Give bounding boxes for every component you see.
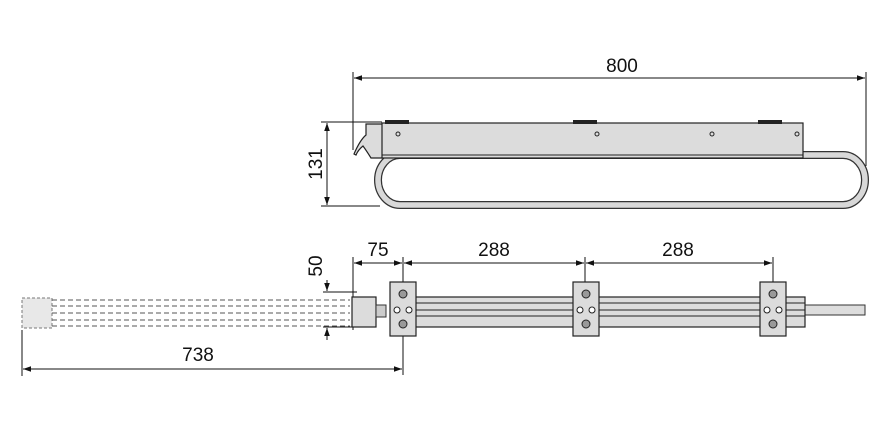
rail-body [381, 122, 804, 159]
dimension-label-50: 50 [306, 255, 327, 276]
dimension-label-288-first: 288 [478, 240, 510, 261]
bottom-view: 75 288 288 50 [21, 240, 866, 376]
pullout-loop [374, 151, 869, 209]
mounting-bracket [759, 281, 787, 337]
dimension-label-738: 738 [182, 345, 214, 366]
hook [353, 123, 384, 159]
dimension-label-800: 800 [606, 56, 638, 77]
extended-position-ghost [21, 297, 350, 329]
dimension-label-75: 75 [367, 240, 388, 261]
rail [402, 296, 806, 328]
mounting-bracket [389, 281, 417, 337]
dimension-label-131: 131 [306, 148, 327, 180]
top-view: 800 131 [306, 56, 869, 209]
dimension-label-288-second: 288 [662, 240, 694, 261]
handle [351, 296, 377, 328]
mounting-bracket [572, 281, 600, 337]
